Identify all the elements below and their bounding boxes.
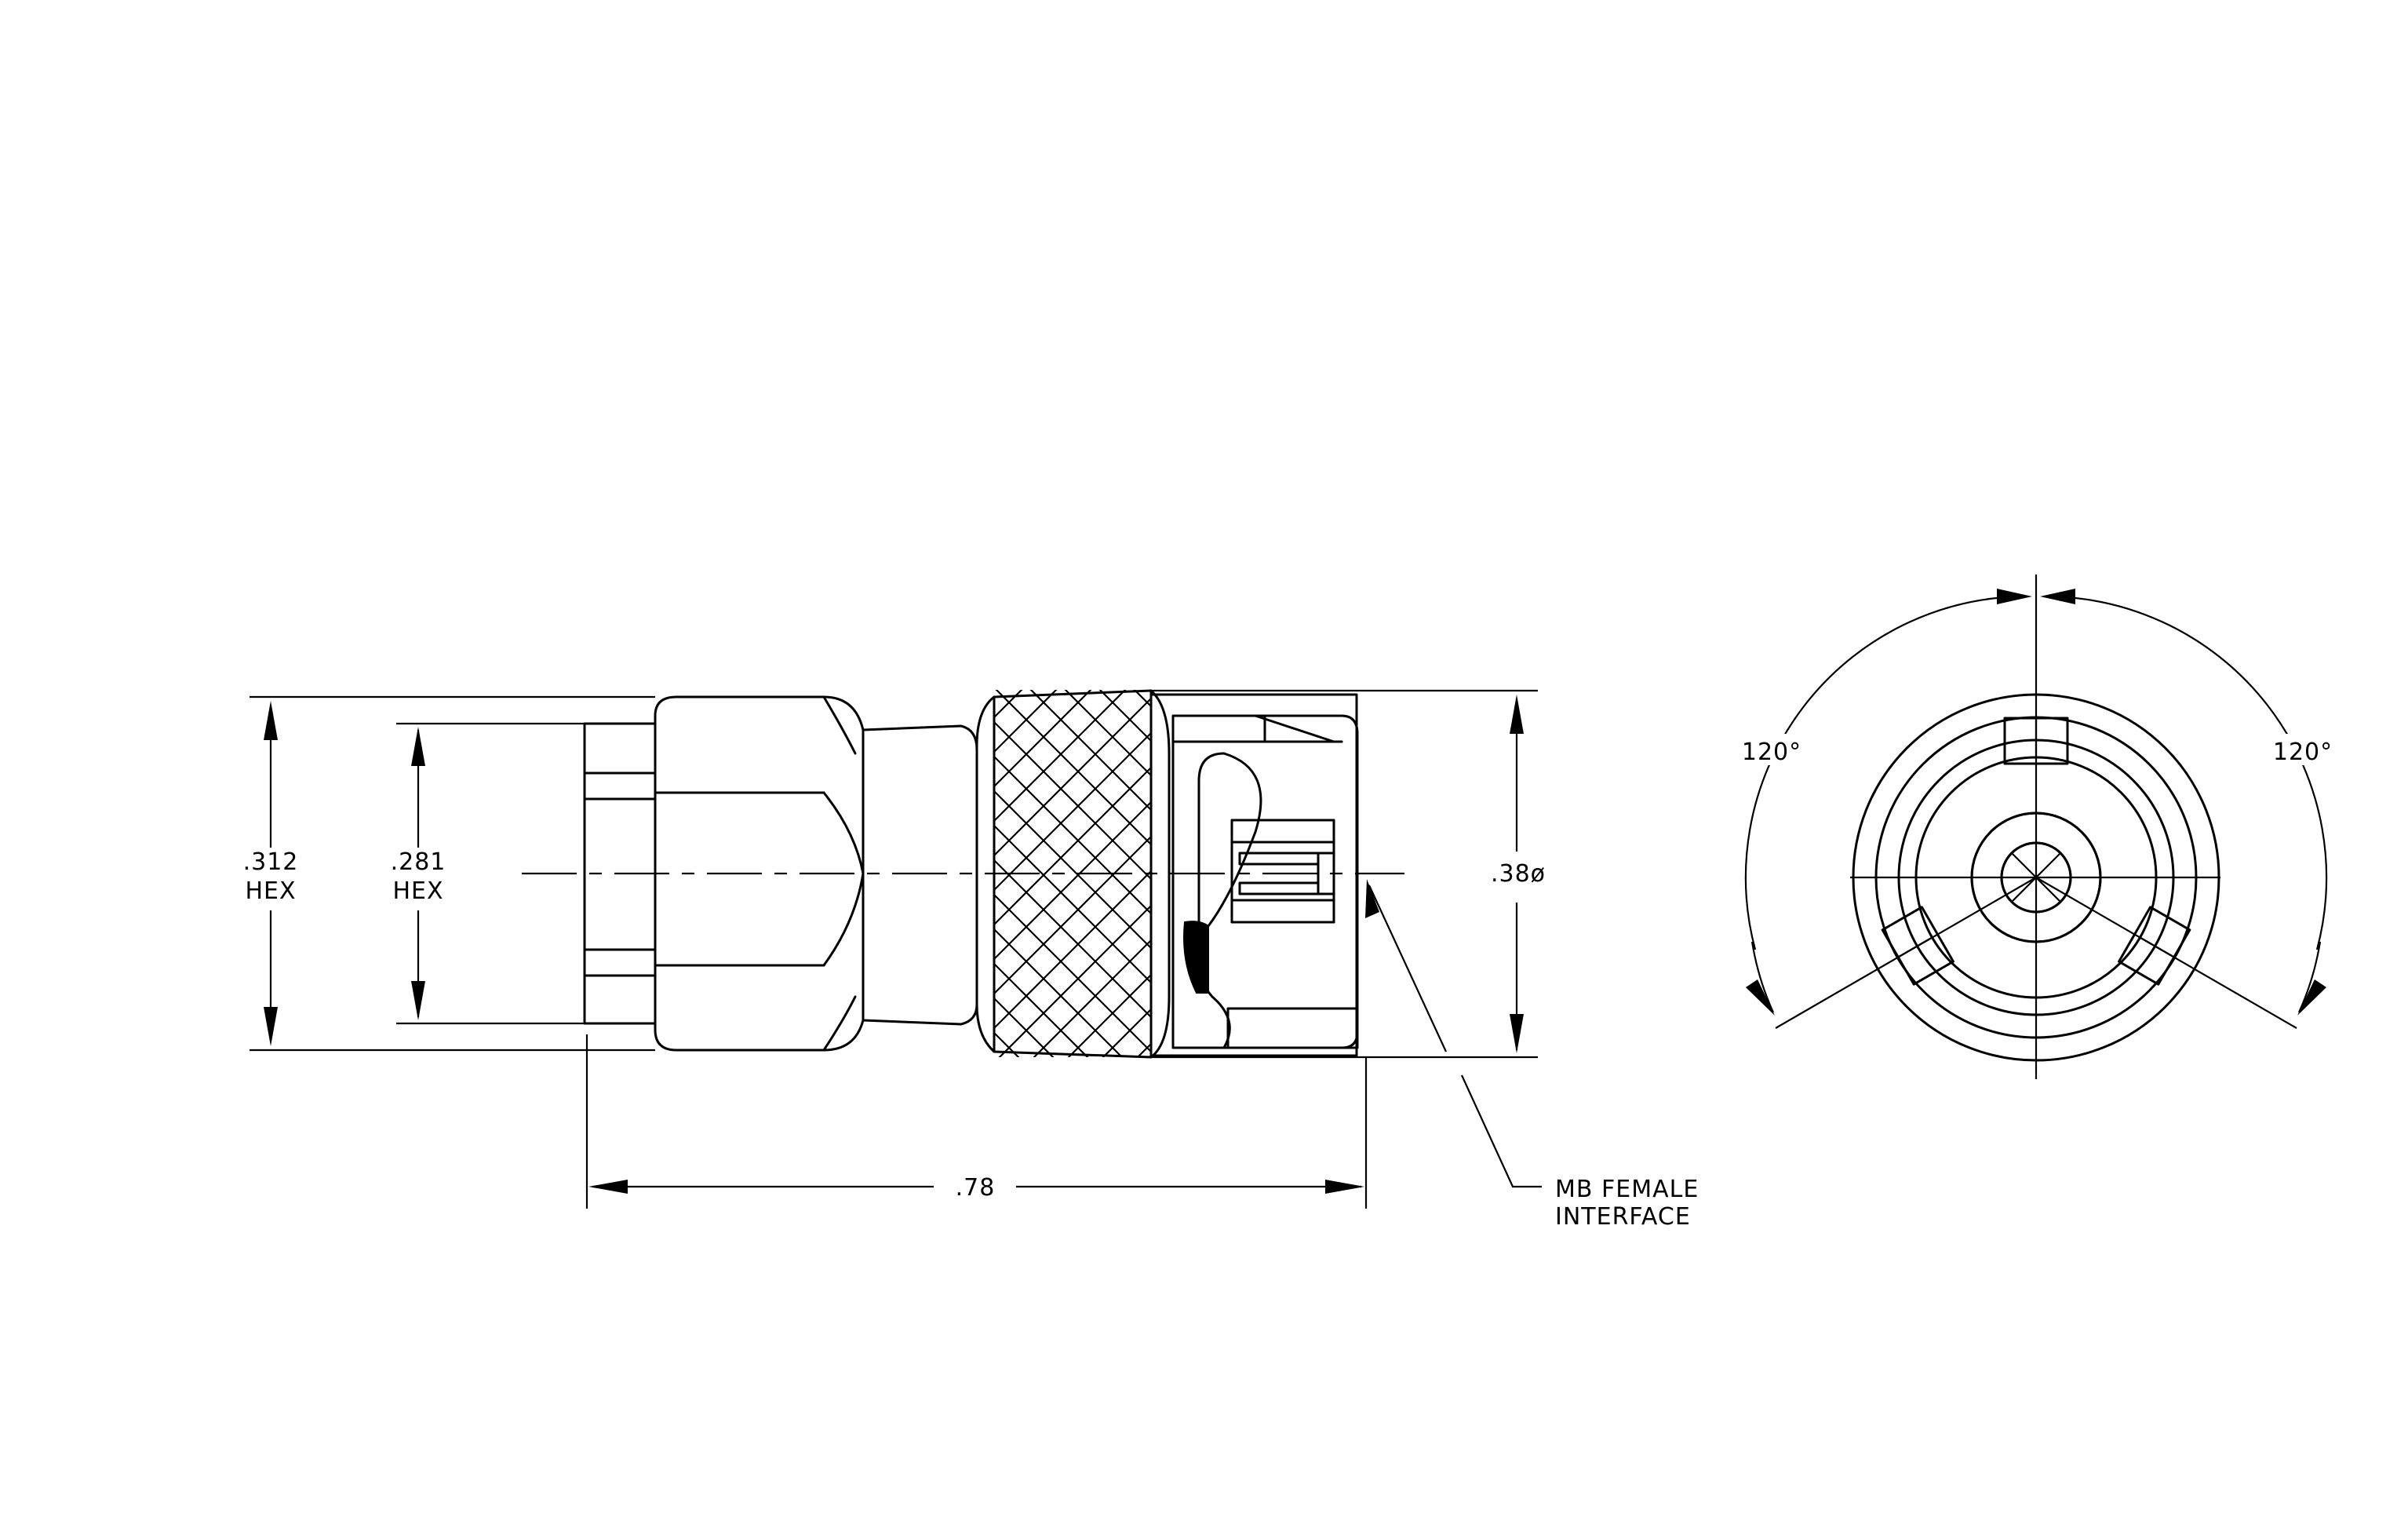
knurl-line xyxy=(1064,690,1151,777)
knurl-line xyxy=(994,690,1092,788)
knurl-line xyxy=(995,690,1151,846)
dimension-hex-281: .281 HEX xyxy=(391,722,585,1025)
knurl-line xyxy=(994,962,1089,1057)
knurl-line xyxy=(994,697,1151,857)
dimension-length: .78 xyxy=(585,1034,1368,1209)
knurl-line xyxy=(994,766,1151,926)
end-view: 120° 120° xyxy=(1738,574,2333,1079)
angle-dimension-right: 120° xyxy=(2040,589,2333,1016)
knurl-line xyxy=(1404,683,1788,1067)
side-view: .312 HEX .281 HEX .38ø xyxy=(243,683,1892,1231)
knurl-line xyxy=(994,893,1151,1053)
angle-left-value: 120° xyxy=(1742,739,1801,766)
dimension-diameter: .38ø xyxy=(1151,689,1546,1059)
knurl-line xyxy=(994,690,1058,753)
hex-281-unit: HEX xyxy=(392,877,443,905)
knurl-line xyxy=(994,690,1127,823)
knurl-line xyxy=(1067,973,1151,1057)
knurl-line xyxy=(1033,939,1151,1057)
knurl-line xyxy=(994,801,1151,961)
angle-dimension-left: 120° xyxy=(1738,589,2032,1016)
knurl-line xyxy=(994,731,1151,892)
knurl-line xyxy=(994,870,1151,1030)
knurl-line xyxy=(610,683,994,1067)
knurl-line xyxy=(994,835,1151,995)
callout-line-1: MB FEMALE xyxy=(1555,1176,1699,1203)
dimension-hex-312: .312 HEX xyxy=(243,695,655,1052)
callout-line-2: INTERFACE xyxy=(1555,1203,1691,1231)
knurl-line xyxy=(1029,690,1151,812)
hex-312-value: .312 xyxy=(243,848,299,876)
knurl-line xyxy=(998,904,1151,1057)
knurl-line xyxy=(994,690,1023,719)
knurl-line xyxy=(1507,683,1892,1067)
callout-mb-female-interface: MB FEMALE INTERFACE xyxy=(1365,879,1699,1231)
diameter-value: .38ø xyxy=(1491,860,1546,888)
angle-right-value: 120° xyxy=(2273,739,2333,766)
hex-312-unit: HEX xyxy=(245,877,296,905)
knurl-line xyxy=(994,1031,1020,1057)
length-value: .78 xyxy=(956,1174,996,1202)
knurl-pattern xyxy=(610,683,1892,1067)
knurl-line xyxy=(1404,683,1788,1067)
mb-female-interface xyxy=(1149,693,1359,1057)
knurl-line xyxy=(994,928,1124,1057)
knurl-line xyxy=(610,683,994,1067)
hex-281-value: .281 xyxy=(391,848,446,876)
neck xyxy=(862,724,978,1026)
knurl-line xyxy=(994,997,1055,1057)
knurl-line xyxy=(1507,683,1892,1067)
